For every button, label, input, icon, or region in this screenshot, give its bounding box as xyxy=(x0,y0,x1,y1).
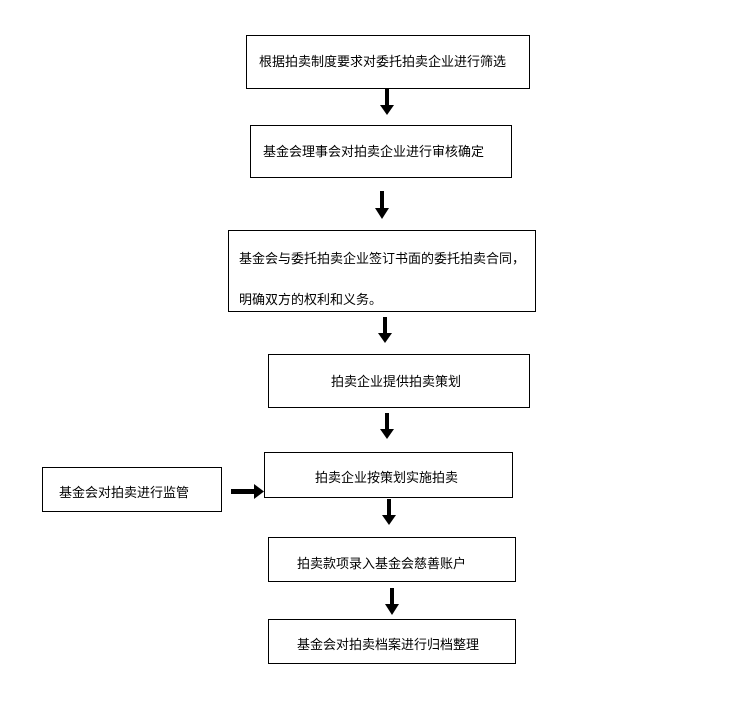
step-3-box: 基金会与委托拍卖企业签订书面的委托拍卖合同， 明确双方的权利和义务。 xyxy=(228,230,536,312)
arrow-right xyxy=(231,484,264,499)
step-2-text: 基金会理事会对拍卖企业进行审核确定 xyxy=(263,145,485,160)
arrow-down-2 xyxy=(375,191,389,219)
arrow-down-1 xyxy=(380,89,394,115)
supervision-text: 基金会对拍卖进行监管 xyxy=(59,486,190,501)
step-1-text: 根据拍卖制度要求对委托拍卖企业进行筛选 xyxy=(259,55,507,70)
step-4-text: 拍卖企业提供拍卖策划 xyxy=(331,375,462,390)
step-3-text-line2: 明确双方的权利和义务。 xyxy=(239,293,383,308)
step-1-box: 根据拍卖制度要求对委托拍卖企业进行筛选 xyxy=(246,35,530,89)
step-5-text: 拍卖企业按策划实施拍卖 xyxy=(315,471,459,486)
step-3-text-line1: 基金会与委托拍卖企业签订书面的委托拍卖合同， xyxy=(239,252,526,267)
step-6-text: 拍卖款项录入基金会慈善账户 xyxy=(297,557,467,572)
arrow-down-4 xyxy=(380,413,394,439)
step-7-text: 基金会对拍卖档案进行归档整理 xyxy=(297,638,480,653)
arrow-down-3 xyxy=(378,317,392,343)
step-4-box: 拍卖企业提供拍卖策划 xyxy=(268,354,530,408)
supervision-box: 基金会对拍卖进行监管 xyxy=(42,467,222,512)
arrow-down-5 xyxy=(382,499,396,525)
step-7-box: 基金会对拍卖档案进行归档整理 xyxy=(268,619,516,664)
step-6-box: 拍卖款项录入基金会慈善账户 xyxy=(268,537,516,582)
step-5-box: 拍卖企业按策划实施拍卖 xyxy=(264,452,513,498)
arrow-down-6 xyxy=(385,588,399,615)
step-2-box: 基金会理事会对拍卖企业进行审核确定 xyxy=(250,125,512,178)
